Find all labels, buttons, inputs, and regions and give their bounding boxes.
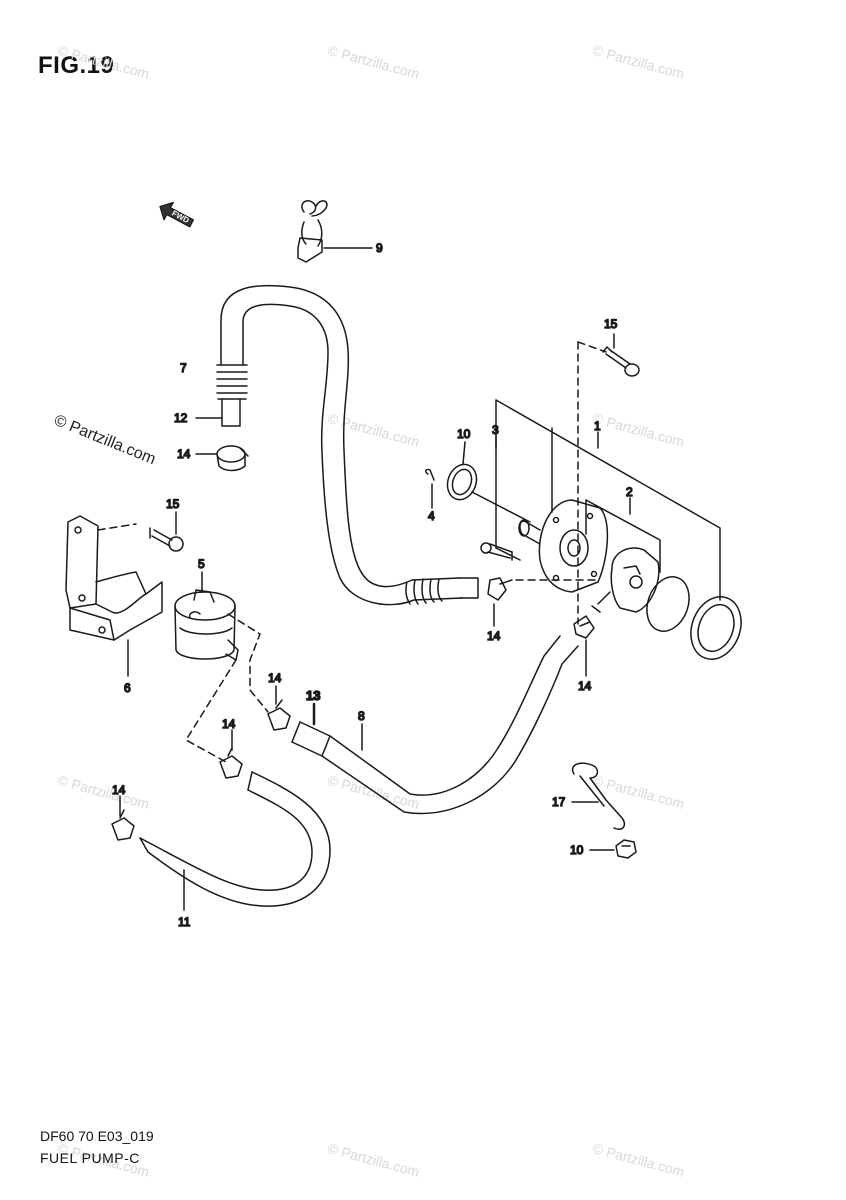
hose-clamp-part-14 <box>487 577 513 601</box>
dash-leader <box>227 613 269 713</box>
leader-line <box>462 441 466 465</box>
pump-bolt-icon <box>480 542 513 561</box>
leader-line <box>495 547 521 561</box>
callout-17: 17 <box>552 795 566 809</box>
bolt-part-15 <box>602 346 640 377</box>
clamp-band-part-17 <box>571 762 626 830</box>
figure-code: DF60 70 E03_019 <box>40 1128 154 1144</box>
pump-cover-part-2 <box>591 547 660 613</box>
hose-clip-part-9 <box>297 200 328 263</box>
callout-12: 12 <box>174 411 188 425</box>
diaphragm-gasket-icon <box>646 576 690 632</box>
callout-5: 5 <box>198 557 205 571</box>
callout-15: 15 <box>166 497 180 511</box>
callout-3: 3 <box>492 423 499 437</box>
dash-leader <box>577 341 607 353</box>
fuel-pump-body-part-3 <box>518 499 609 593</box>
callout-13: 13 <box>306 688 320 703</box>
callout-10: 10 <box>570 843 584 857</box>
callout-8: 8 <box>358 709 365 723</box>
hose-clamp-part-14 <box>111 809 135 841</box>
figure-name: FUEL PUMP-C <box>40 1150 140 1166</box>
fuel-filter-part-5 <box>174 589 239 661</box>
callout-4: 4 <box>428 509 435 523</box>
callout-6: 6 <box>124 681 131 695</box>
hose-clamp-part-14 <box>216 445 249 472</box>
fwd-arrow-icon: FWD <box>159 201 195 228</box>
callout-15: 15 <box>604 317 618 331</box>
callout-14: 14 <box>268 671 282 685</box>
hose-clamp-part-14 <box>573 615 595 639</box>
callout-14: 14 <box>487 629 501 643</box>
callout-14: 14 <box>578 679 592 693</box>
hose-clamp-part-14 <box>267 699 291 731</box>
pin-part-4 <box>425 468 435 481</box>
hose-clamp-part-14 <box>219 747 243 779</box>
fuel-hose-part-7 <box>216 284 479 606</box>
diaphragm-ring-icon <box>690 596 742 660</box>
callout-14: 14 <box>177 447 191 461</box>
callout-14: 14 <box>112 783 126 797</box>
dash-leader <box>185 659 237 763</box>
filter-bracket-part-6 <box>65 515 163 641</box>
callout-1: 1 <box>594 419 601 433</box>
figure-title: FIG.19 <box>38 52 115 79</box>
callout-11: 11 <box>178 915 191 929</box>
bolt-part-15 <box>149 527 184 552</box>
dash-leader <box>97 523 137 531</box>
fuel-hose-part-11 <box>139 771 331 907</box>
callout-10: 10 <box>457 427 471 441</box>
leader-line <box>471 491 531 523</box>
assembly-bracket-1 <box>495 399 721 601</box>
o-ring-part-10 <box>446 463 478 501</box>
callout-7: 7 <box>180 361 187 375</box>
assembly-bracket-2 <box>585 499 661 573</box>
callout-14: 14 <box>222 717 236 731</box>
callout-2: 2 <box>626 485 633 499</box>
nut-part-10 <box>615 839 637 859</box>
fuel-hose-part-8 <box>291 635 579 815</box>
callout-9: 9 <box>376 241 383 255</box>
